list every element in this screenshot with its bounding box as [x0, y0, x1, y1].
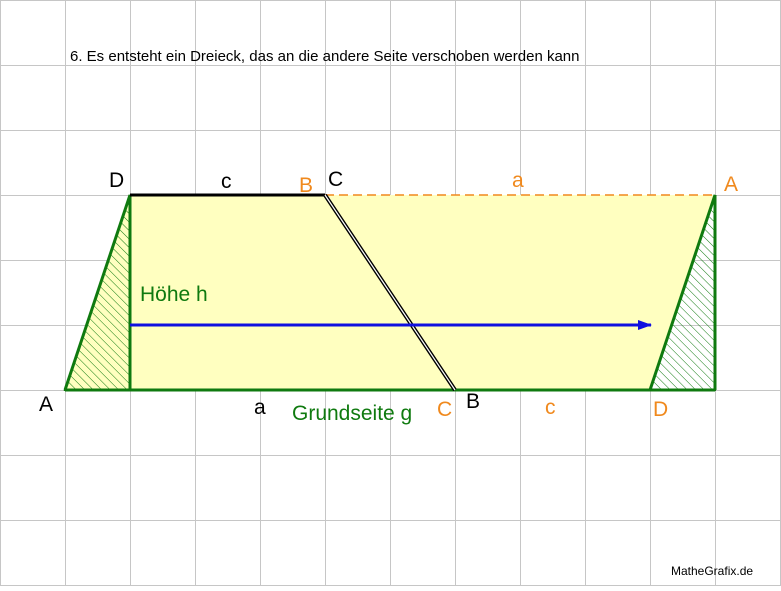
label-moved-a: a: [512, 169, 524, 192]
side-AD: [63, 194, 132, 391]
label-side-a: a: [254, 396, 266, 419]
label-vertex-A: A: [39, 393, 53, 416]
label-moved-D: D: [653, 398, 668, 421]
label-vertex-C: C: [328, 168, 343, 191]
label-moved-C: C: [437, 398, 452, 421]
cut-line-CB-inner: [324, 194, 456, 391]
side-moved-DA: [648, 194, 717, 391]
caption-text: 6. Es entsteht ein Dreieck, das an die a…: [70, 48, 579, 65]
label-side-c: c: [221, 170, 232, 193]
credit-text: MatheGrafix.de: [671, 564, 753, 578]
label-vertex-B: B: [466, 390, 480, 413]
label-vertex-D: D: [109, 169, 124, 192]
label-moved-A: A: [724, 173, 738, 196]
label-base: Grundseite g: [292, 402, 412, 425]
label-height: Höhe h: [140, 283, 208, 306]
label-moved-B: B: [299, 174, 313, 197]
label-moved-c: c: [545, 396, 556, 419]
